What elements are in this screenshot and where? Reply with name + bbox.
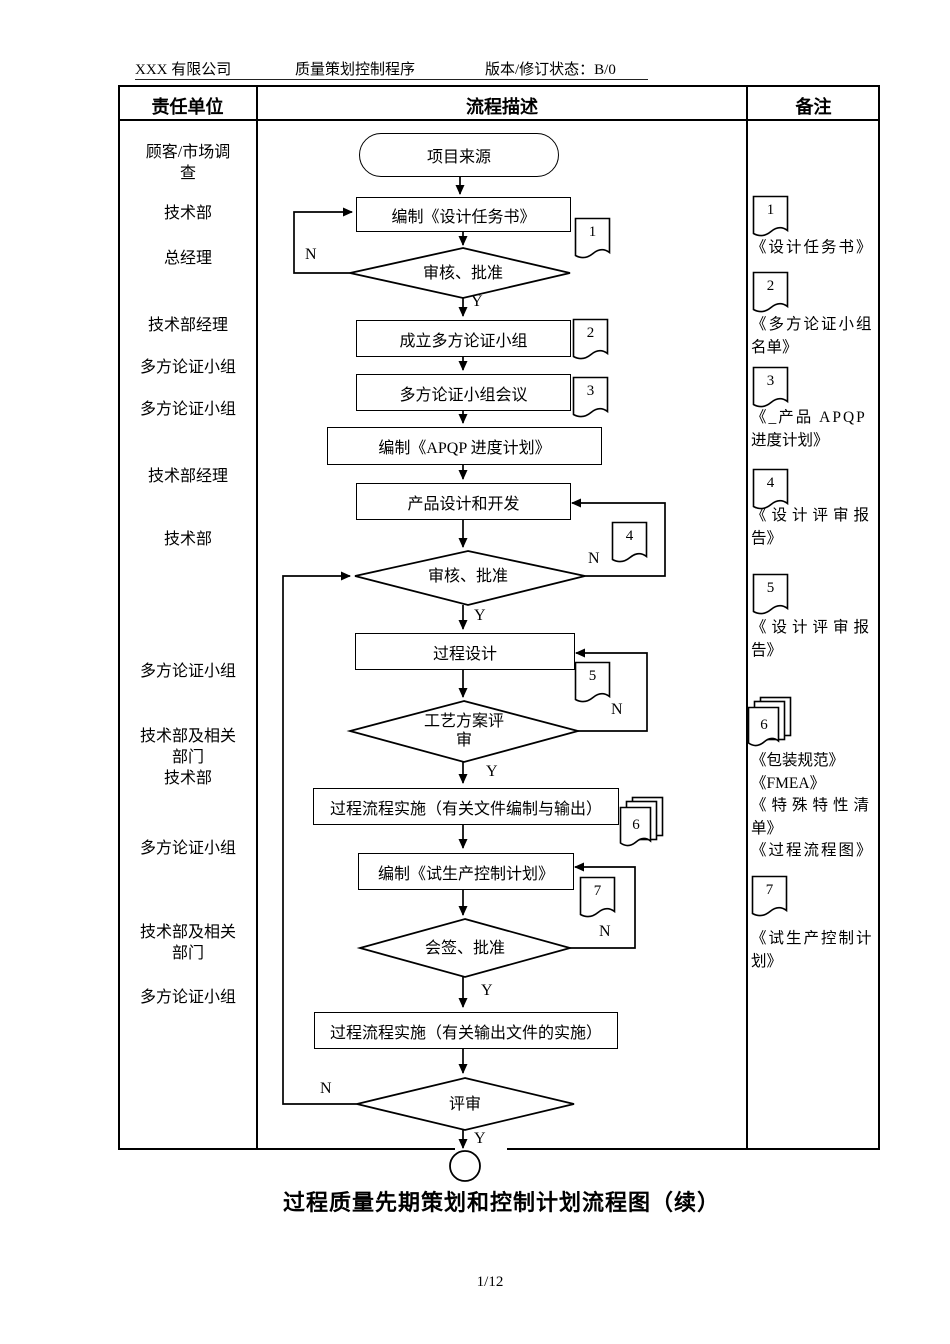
branch-yes-3: Y: [486, 763, 498, 780]
responsible-review-team-5: 多方论证小组: [139, 989, 236, 1006]
branch-yes-2: Y: [474, 607, 486, 624]
table-header-process: 流程描述: [466, 97, 538, 117]
table-border-right: [878, 85, 880, 1150]
table-column-divider-1: [256, 85, 258, 1150]
note-text-7: 《试生产控制计划》: [751, 930, 874, 970]
responsible-tech-dept: 技术部: [163, 205, 212, 222]
terminal-circle: [449, 1150, 481, 1182]
branch-no-5: N: [320, 1080, 332, 1097]
table-header-responsible: 责任单位: [151, 97, 224, 117]
flow-node-process-implement-outputs: 过程流程实施（有关输出文件的实施）: [314, 1012, 618, 1049]
responsible-review-team-4: 多方论证小组: [139, 840, 236, 857]
flow-node-design-brief: 编制《设计任务书》: [356, 197, 571, 232]
branch-no-3: N: [611, 701, 623, 718]
responsible-tech-dept-2: 技术部: [163, 531, 212, 548]
table-border-left: [118, 85, 120, 1150]
branch-no-1: N: [305, 246, 317, 263]
page-number: 1/12: [476, 1274, 504, 1290]
table-header-notes: 备注: [795, 97, 832, 117]
note-text-1: 《设计任务书》: [751, 239, 874, 256]
responsible-tech-manager-2: 技术部经理: [147, 468, 228, 485]
note-icon-3: 3: [752, 366, 789, 412]
note-icon-1: 1: [752, 195, 789, 241]
branch-yes-4: Y: [481, 982, 493, 999]
note-icon-7: 7: [751, 875, 788, 921]
document-icon-7: 7: [579, 876, 616, 922]
document-title: 质量策划控制程序: [295, 62, 416, 78]
responsible-review-team-2: 多方论证小组: [139, 401, 236, 418]
flow-node-trial-control-plan: 编制《试生产控制计划》: [358, 853, 574, 890]
responsible-general-manager: 总经理: [163, 250, 212, 267]
page-header: XXX 有限公司 质量策划控制程序 版本/修订状态：B/0: [135, 58, 648, 80]
note-icon-4: 4: [752, 468, 789, 514]
note-text-4: 《设计评审报告》: [751, 507, 875, 547]
note-stack-icon-6: 6: [747, 696, 793, 752]
flowchart-caption: 过程质量先期策划和控制计划流程图（续）: [283, 1190, 721, 1215]
document-icon-5: 5: [574, 661, 611, 707]
version-status: 版本/修订状态：B/0: [485, 62, 616, 78]
flow-node-team-meeting: 多方论证小组会议: [356, 374, 571, 411]
note-icon-5: 5: [752, 573, 789, 619]
note-text-5: 《设计评审报告》: [751, 619, 875, 659]
branch-no-4: N: [599, 923, 611, 940]
company-name: XXX 有限公司: [135, 62, 232, 78]
branch-no-2: N: [588, 550, 600, 567]
note-text-2: 《多方论证小组名单》: [751, 316, 874, 356]
branch-yes-1: Y: [471, 293, 483, 310]
note-icon-2: 2: [752, 271, 789, 317]
decision-label-process-plan-review: 工艺方案评审: [423, 713, 504, 749]
document-icon-3: 3: [572, 376, 609, 422]
responsible-review-team-3: 多方论证小组: [139, 663, 236, 680]
document-stack-icon-6: 6: [619, 796, 665, 852]
table-column-divider-2: [746, 85, 748, 1150]
decision-label-review-1: 审核、批准: [422, 265, 503, 282]
responsible-review-team-1: 多方论证小组: [139, 359, 236, 376]
decision-label-review-2: 审核、批准: [427, 568, 508, 585]
decision-label-final-review: 评审: [448, 1096, 481, 1113]
branch-yes-5: Y: [474, 1130, 486, 1147]
decision-label-countersign: 会签、批准: [424, 940, 505, 957]
flow-node-form-team: 成立多方论证小组: [356, 320, 571, 357]
document-icon-1: 1: [574, 217, 611, 263]
responsible-customer-market: 顾客/市场调查: [145, 144, 231, 182]
note-text-6: 《包装规范》《FMEA》《特殊特性清单》《过程流程图》: [751, 752, 875, 859]
table-header-divider: [118, 119, 880, 121]
flow-node-apqp-schedule: 编制《APQP 进度计划》: [327, 427, 602, 465]
flow-node-start: 项目来源: [359, 133, 559, 177]
flow-node-product-design: 产品设计和开发: [356, 483, 571, 520]
document-icon-2: 2: [572, 318, 609, 364]
flow-node-process-design: 过程设计: [355, 633, 575, 670]
border-gap-patch: [455, 1145, 507, 1155]
responsible-tech-related-depts-1: 技术部及相关部门技术部: [139, 728, 236, 787]
responsible-tech-related-depts-2: 技术部及相关部门: [139, 924, 236, 962]
table-border-top: [118, 85, 880, 87]
responsible-tech-manager-1: 技术部经理: [147, 317, 228, 334]
document-icon-4: 4: [611, 521, 648, 567]
flow-node-process-implement-docs: 过程流程实施（有关文件编制与输出）: [313, 788, 619, 825]
